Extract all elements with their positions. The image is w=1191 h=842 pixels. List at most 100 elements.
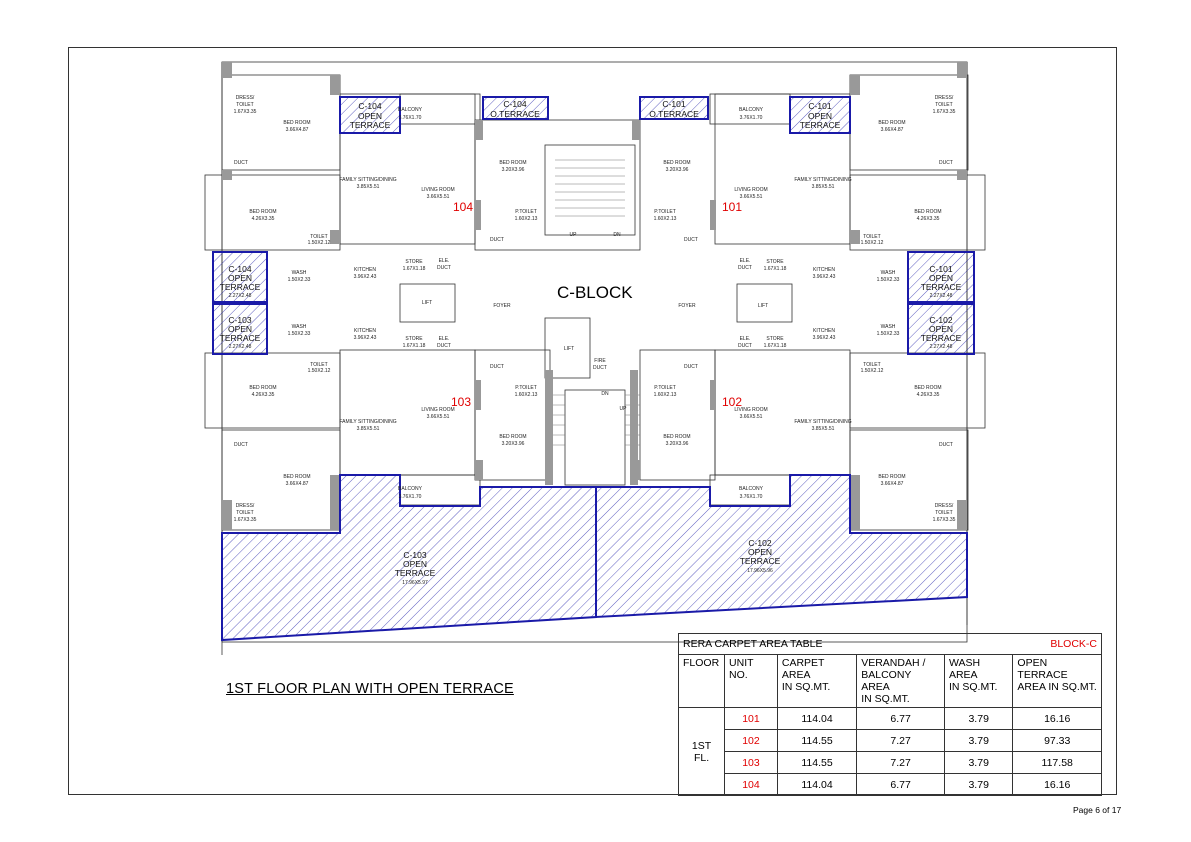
svg-text:BED ROOM: BED ROOM <box>663 160 690 166</box>
svg-text:C-101: C-101 <box>808 101 831 111</box>
svg-text:BED ROOM: BED ROOM <box>499 434 526 440</box>
wash-cell: 3.79 <box>943 707 1014 730</box>
svg-text:OPEN: OPEN <box>358 111 382 121</box>
svg-text:BED ROOM: BED ROOM <box>914 385 941 391</box>
svg-text:3.76X1.70: 3.76X1.70 <box>399 494 422 500</box>
svg-text:1.67X1.18: 1.67X1.18 <box>403 266 426 272</box>
svg-text:STORE: STORE <box>405 336 423 342</box>
svg-text:TERRACE: TERRACE <box>921 333 962 343</box>
svg-text:1.67X1.18: 1.67X1.18 <box>764 266 787 272</box>
svg-text:BALCONY: BALCONY <box>739 486 764 492</box>
svg-text:3.96X2.43: 3.96X2.43 <box>354 274 377 280</box>
svg-text:C-104: C-104 <box>358 101 381 111</box>
svg-text:DUCT: DUCT <box>939 442 953 448</box>
svg-text:TOILET: TOILET <box>935 102 952 108</box>
svg-text:17.96X5.97: 17.96X5.97 <box>402 580 428 586</box>
page-number: Page 6 of 17 <box>1073 805 1122 815</box>
svg-text:TERRACE: TERRACE <box>740 556 781 566</box>
svg-text:1.60X2.13: 1.60X2.13 <box>515 392 538 398</box>
svg-text:TOILET: TOILET <box>863 234 880 240</box>
svg-text:OPEN: OPEN <box>403 559 427 569</box>
terrace-c101-side <box>907 251 975 303</box>
svg-text:TOILET: TOILET <box>935 510 952 516</box>
svg-text:4.26X3.35: 4.26X3.35 <box>917 216 940 222</box>
svg-text:DRESS/: DRESS/ <box>236 95 255 101</box>
svg-text:4.26X3.35: 4.26X3.35 <box>917 392 940 398</box>
svg-text:DUCT: DUCT <box>684 364 698 370</box>
svg-text:3.66X4.87: 3.66X4.87 <box>881 127 904 133</box>
unit-104-label: 104 <box>453 200 473 214</box>
wash-cell: 3.79 <box>943 773 1014 796</box>
svg-text:FAMILY SITTING/DINING: FAMILY SITTING/DINING <box>794 177 851 183</box>
table-row: 104 114.04 6.77 3.79 16.16 <box>679 773 1102 796</box>
svg-text:ELE.: ELE. <box>740 336 751 342</box>
table-title: RERA CARPET AREA TABLE <box>683 638 823 650</box>
svg-text:1.50X2.12: 1.50X2.12 <box>861 240 884 246</box>
svg-text:BALCONY: BALCONY <box>739 107 764 113</box>
svg-text:3.66X5.51: 3.66X5.51 <box>427 414 450 420</box>
unit-101-label: 101 <box>722 200 742 214</box>
floor-cell: 1ST FL. <box>677 707 726 796</box>
svg-text:FAMILY SITTING/DINING: FAMILY SITTING/DINING <box>339 419 396 425</box>
svg-text:FAMILY SITTING/DINING: FAMILY SITTING/DINING <box>794 419 851 425</box>
svg-text:3.76X1.70: 3.76X1.70 <box>740 494 763 500</box>
svg-text:BED ROOM: BED ROOM <box>499 160 526 166</box>
table-row: 102 114.55 7.27 3.79 97.33 <box>679 729 1102 752</box>
svg-text:O.TERRACE: O.TERRACE <box>490 109 540 119</box>
svg-text:1.50X2.33: 1.50X2.33 <box>288 277 311 283</box>
svg-text:UP: UP <box>570 232 578 238</box>
svg-text:STORE: STORE <box>766 336 784 342</box>
svg-text:OPEN: OPEN <box>228 324 252 334</box>
svg-text:DUCT: DUCT <box>490 364 504 370</box>
svg-text:DUCT: DUCT <box>939 160 953 166</box>
svg-text:LIVING ROOM: LIVING ROOM <box>421 407 454 413</box>
svg-text:DUCT: DUCT <box>684 237 698 243</box>
svg-text:LIVING ROOM: LIVING ROOM <box>421 187 454 193</box>
svg-text:17.96X5.96: 17.96X5.96 <box>747 568 773 574</box>
svg-text:1.50X2.12: 1.50X2.12 <box>308 240 331 246</box>
verandah-cell: 7.27 <box>856 729 945 752</box>
unit-102-label: 102 <box>722 395 742 409</box>
terrace-cell: 16.16 <box>1012 707 1102 730</box>
svg-text:4.26X3.35: 4.26X3.35 <box>252 392 275 398</box>
carpet-cell: 114.55 <box>776 729 858 752</box>
svg-text:TOILET: TOILET <box>236 102 253 108</box>
svg-text:1.50X2.12: 1.50X2.12 <box>308 368 331 374</box>
svg-text:C-104: C-104 <box>228 264 251 274</box>
svg-text:3.66X5.51: 3.66X5.51 <box>427 194 450 200</box>
structural-columns <box>222 62 967 530</box>
svg-text:BED ROOM: BED ROOM <box>283 474 310 480</box>
terrace-c102-big <box>595 474 968 619</box>
svg-text:TERRACE: TERRACE <box>395 568 436 578</box>
svg-text:2.27X2.48: 2.27X2.48 <box>930 344 953 350</box>
svg-text:WASH: WASH <box>881 270 896 276</box>
svg-text:3.96X2.43: 3.96X2.43 <box>813 274 836 280</box>
table-title-row: RERA CARPET AREA TABLE BLOCK-C <box>678 633 1102 655</box>
svg-text:DRESS/: DRESS/ <box>935 95 954 101</box>
svg-text:KITCHEN: KITCHEN <box>813 328 835 334</box>
verandah-cell: 7.27 <box>856 751 945 774</box>
plan-title: 1ST FLOOR PLAN WITH OPEN TERRACE <box>226 681 514 697</box>
svg-text:1.60X2.13: 1.60X2.13 <box>654 392 677 398</box>
svg-text:FIRE: FIRE <box>594 358 606 364</box>
svg-text:DRESS/: DRESS/ <box>236 503 255 509</box>
svg-text:3.66X5.51: 3.66X5.51 <box>740 194 763 200</box>
svg-text:1.67X3.35: 1.67X3.35 <box>933 109 956 115</box>
svg-text:BED ROOM: BED ROOM <box>249 385 276 391</box>
svg-text:OPEN: OPEN <box>929 273 953 283</box>
svg-text:BED ROOM: BED ROOM <box>249 209 276 215</box>
wash-cell: 3.79 <box>943 751 1014 774</box>
svg-text:P.TOILET: P.TOILET <box>654 385 676 391</box>
svg-text:3.20X3.96: 3.20X3.96 <box>666 167 689 173</box>
unit-cell: 101 <box>724 707 778 730</box>
staircase <box>548 159 640 446</box>
terrace-c104-side <box>212 251 268 303</box>
svg-text:FOYER: FOYER <box>493 303 511 309</box>
svg-text:DUCT: DUCT <box>437 265 451 271</box>
unit-cell: 103 <box>724 751 778 774</box>
